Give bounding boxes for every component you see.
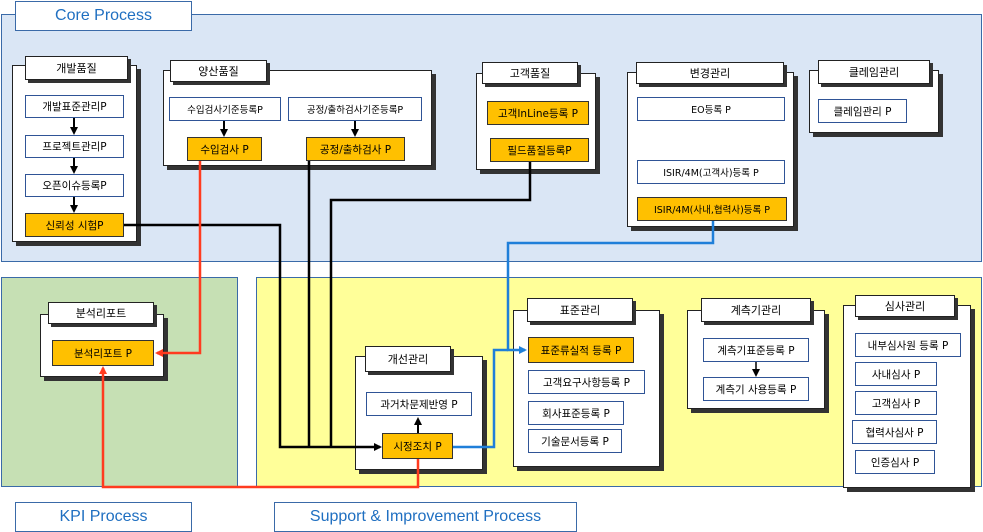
analysis-report-title: 분석리포트 xyxy=(48,302,154,324)
core-process-title: Core Process xyxy=(15,1,192,31)
process-ship-insp-std-box[interactable]: 공정/출하검사기준등록P xyxy=(288,97,422,121)
internal-audit-box[interactable]: 사내심사 P xyxy=(855,362,937,386)
kpi-process-title: KPI Process xyxy=(15,502,192,532)
past-issue-reflect-box[interactable]: 과거차문제반영 P xyxy=(366,392,472,416)
cert-audit-box[interactable]: 인증심사 P xyxy=(855,450,935,474)
company-standard-box[interactable]: 회사표준등록 P xyxy=(528,401,624,425)
tech-doc-box[interactable]: 기술문서등록 P xyxy=(528,429,622,453)
dev-quality-title: 개발품질 xyxy=(25,56,128,80)
customer-audit-box[interactable]: 고객심사 P xyxy=(855,391,937,415)
isir-internal-box[interactable]: ISIR/4M(사내,협력사)등록 P xyxy=(637,197,787,221)
isir-customer-box[interactable]: ISIR/4M(고객사)등록 P xyxy=(637,160,785,184)
customer-quality-title: 고객품질 xyxy=(482,62,578,84)
gauge-standard-box[interactable]: 계측기표준등록 P xyxy=(703,338,809,362)
customer-req-box[interactable]: 고객요구사항등록 P xyxy=(528,370,645,394)
supplier-audit-box[interactable]: 협력사심사 P xyxy=(852,420,937,444)
corrective-action-box[interactable]: 시정조치 P xyxy=(382,433,453,459)
improvement-title: 개선관리 xyxy=(365,346,451,372)
audit-mgmt-title: 심사관리 xyxy=(855,295,955,317)
standard-record-box[interactable]: 표준류실적 등록 P xyxy=(528,337,634,363)
open-issue-box[interactable]: 오픈이슈등록P xyxy=(25,174,124,197)
claim-mgmt-title: 클레임관리 xyxy=(818,60,930,84)
dev-standard-box[interactable]: 개발표준관리P xyxy=(25,95,124,118)
incoming-insp-box[interactable]: 수입검사 P xyxy=(187,137,262,161)
project-mgmt-box[interactable]: 프로젝트관리P xyxy=(25,135,124,158)
gauge-mgmt-title: 계측기관리 xyxy=(701,298,811,322)
change-mgmt-title: 변경관리 xyxy=(636,62,784,84)
claim-mgmt-box[interactable]: 클레임관리 P xyxy=(818,99,907,123)
customer-inline-box[interactable]: 고객InLine등록 P xyxy=(487,101,589,125)
support-process-title: Support & Improvement Process xyxy=(274,502,577,532)
analysis-report-box[interactable]: 분석리포트 P xyxy=(52,340,154,366)
internal-auditor-box[interactable]: 내부심사원 등록 P xyxy=(855,333,961,357)
eo-register-box[interactable]: EO등록 P xyxy=(637,97,785,121)
gauge-usage-box[interactable]: 계측기 사용등록 P xyxy=(703,377,809,401)
incoming-insp-std-box[interactable]: 수입검사기준등록P xyxy=(169,97,281,121)
mass-quality-title: 양산품질 xyxy=(170,60,267,82)
standard-mgmt-title: 표준관리 xyxy=(527,298,633,322)
process-ship-insp-box[interactable]: 공정/출하검사 P xyxy=(306,137,405,161)
reliability-test-box[interactable]: 신뢰성 시험P xyxy=(25,213,124,237)
field-quality-box[interactable]: 필드품질등록P xyxy=(490,138,589,162)
